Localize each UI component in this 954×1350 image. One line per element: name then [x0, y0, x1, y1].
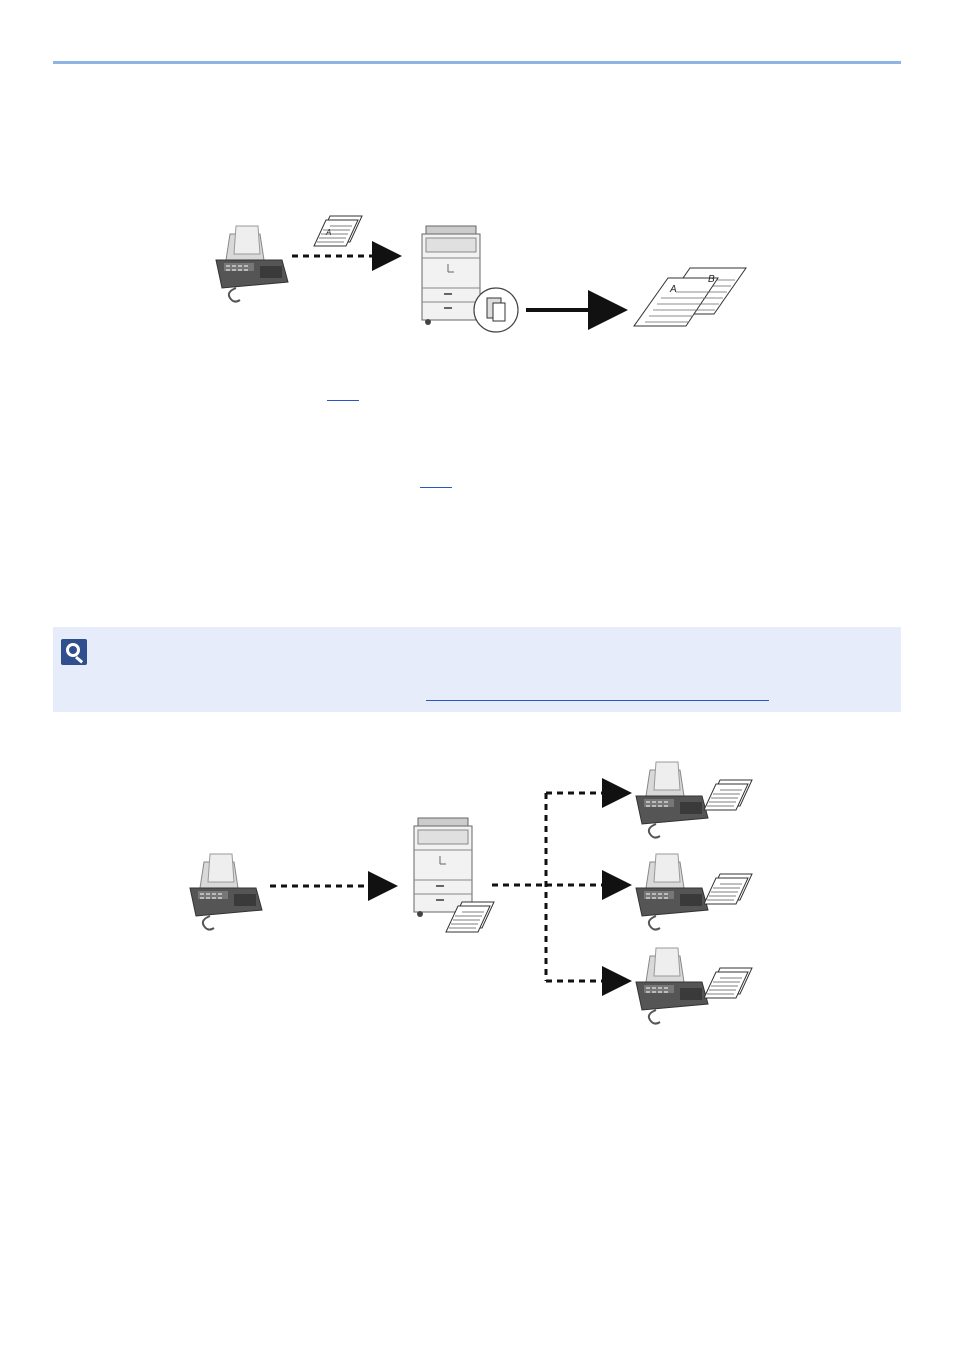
doc-letter-b-large: B: [708, 274, 715, 285]
note-reference-link[interactable]: [426, 688, 769, 701]
doc-letter-a-large: A: [669, 284, 677, 295]
note-lightbulb-icon: [61, 639, 87, 665]
destination-documents-1-icon: [704, 780, 752, 810]
output-documents-icon: [634, 268, 746, 326]
multifunction-printer-icon: [422, 226, 480, 325]
destination-documents-3-icon: [704, 968, 752, 998]
origin-fax-icon: [190, 854, 262, 930]
destination-fax-3-icon: [636, 948, 708, 1024]
sending-fax-icon: [216, 226, 288, 302]
incoming-documents-icon: [314, 216, 362, 246]
destination-fax-1-icon: [636, 762, 708, 838]
reference-link-1[interactable]: [327, 399, 359, 401]
bottom-diagram: [190, 762, 752, 1024]
destination-fax-2-icon: [636, 854, 708, 930]
destination-documents-2-icon: [704, 874, 752, 904]
top-diagram: A B A: [216, 216, 746, 332]
reference-link-2[interactable]: [420, 486, 452, 488]
doc-letter-a-small: A: [325, 228, 331, 237]
